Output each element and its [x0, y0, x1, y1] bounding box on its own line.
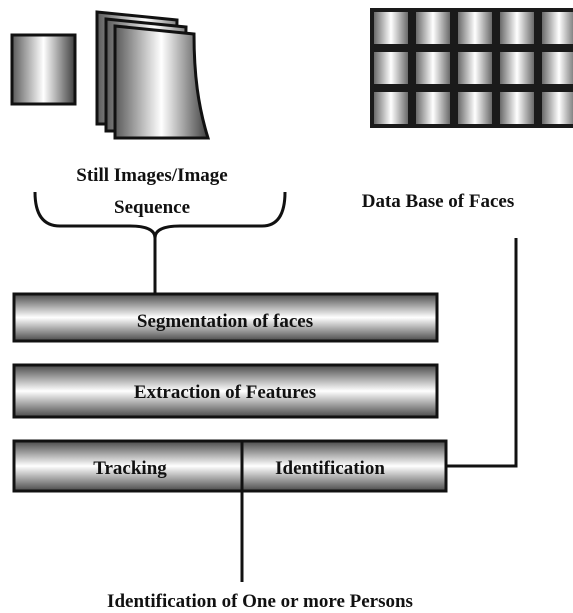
face-database-cell	[542, 92, 573, 124]
extraction-label: Extraction of Features	[134, 382, 316, 403]
still-images-label-line1: Still Images/Image	[76, 165, 227, 186]
tracking-identification-box	[12, 439, 448, 493]
tracking-label: Tracking	[93, 458, 167, 479]
still-images-label-line2: Sequence	[114, 197, 190, 218]
still-image-icon	[10, 33, 77, 106]
identification-label: Identification	[275, 458, 385, 479]
face-database-cell	[374, 12, 408, 44]
face-database-cell	[500, 12, 534, 44]
face-database-cell	[500, 52, 534, 84]
face-database-grid	[370, 8, 573, 128]
face-database-cell	[416, 52, 450, 84]
face-database-cell	[416, 12, 450, 44]
face-database-cell	[542, 52, 573, 84]
image-sequence-icon	[95, 10, 211, 140]
database-label: Data Base of Faces	[362, 191, 515, 212]
face-database-cell	[542, 12, 573, 44]
database-to-identification-line	[446, 238, 518, 468]
segmentation-box	[12, 292, 439, 343]
output-label: Identification of One or more Persons	[107, 591, 413, 612]
segmentation-label: Segmentation of faces	[137, 311, 313, 332]
face-database-cell	[374, 92, 408, 124]
face-database-cell	[416, 92, 450, 124]
face-database-cell	[458, 12, 492, 44]
extraction-box	[12, 363, 439, 419]
face-database-cell	[500, 92, 534, 124]
face-database-cell	[374, 52, 408, 84]
face-database-cell	[458, 92, 492, 124]
face-database-cell	[458, 52, 492, 84]
